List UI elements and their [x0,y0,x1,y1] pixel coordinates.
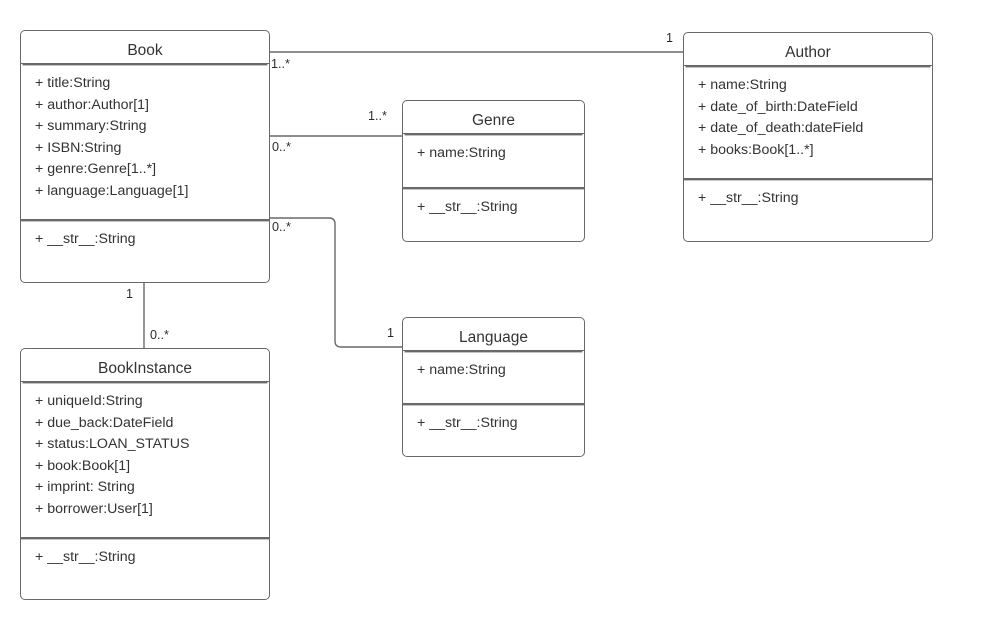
class-box-bookinstance[interactable]: BookInstance + uniqueId:String + due_bac… [20,348,270,600]
class-attributes-book: + title:String + author:Author[1] + summ… [21,64,269,219]
class-title-genre: Genre [403,101,584,134]
class-title-author: Author [684,33,932,66]
multiplicity-book-author-target: 1 [666,31,674,45]
multiplicity-book-genre-target: 1..* [368,109,387,123]
class-title-language: Language [403,318,584,351]
class-attributes-genre: + name:String [403,134,584,187]
class-attributes-language: + name:String [403,351,584,403]
class-methods-author: + __str__:String [684,178,932,240]
class-attribute: + uniqueId:String [35,393,143,409]
class-attribute: + author:Author[1] [35,96,149,113]
class-attributes-author: + name:String + date_of_birth:DateField … [684,66,932,178]
class-attribute: + status:LOAN_STATUS [35,436,190,452]
class-attribute: + date_of_birth:DateField [698,98,858,115]
class-title-book: Book [21,31,269,64]
class-box-author[interactable]: Author + name:String + date_of_birth:Dat… [683,32,933,242]
class-attribute: + name:String [417,362,506,378]
class-box-book[interactable]: Book + title:String + author:Author[1] +… [20,30,270,283]
multiplicity-book-bookinstance-target: 0..* [150,328,169,342]
class-method: + __str__:String [417,415,518,431]
class-methods-bookinstance: + __str__:String [21,537,269,598]
class-attribute: + borrower:User[1] [35,500,153,517]
multiplicity-book-language-source: 0..* [272,220,291,234]
class-attribute: + name:String [417,145,506,161]
multiplicity-book-language-target: 1 [387,326,395,340]
class-methods-book: + __str__:String [21,219,269,281]
class-attribute: + genre:Genre[1..*] [35,161,157,177]
class-attribute: + date_of_death:dateField [698,120,864,136]
class-attribute: + language:Language[1] [35,182,189,199]
multiplicity-book-author-source: 1..* [271,57,290,71]
class-method: + __str__:String [417,199,518,215]
class-attribute: + ISBN:String [35,139,122,156]
class-attribute: + due_back:DateField [35,414,174,431]
class-methods-genre: + __str__:String [403,187,584,240]
class-method: + __str__:String [698,190,799,206]
class-box-genre[interactable]: Genre + name:String + __str__:String [402,100,585,242]
multiplicity-book-bookinstance-source: 1 [126,287,134,301]
class-attribute: + title:String [35,75,111,91]
class-attribute: + name:String [698,77,787,93]
class-title-bookinstance: BookInstance [21,349,269,382]
class-attribute: + book:Book[1] [35,457,131,474]
class-methods-language: + __str__:String [403,403,584,455]
association-book-language [270,217,402,348]
class-method: + __str__:String [35,231,136,247]
class-box-language[interactable]: Language + name:String + __str__:String [402,317,585,457]
class-attribute: + imprint: String [35,479,135,495]
class-method: + __str__:String [35,549,136,565]
class-attributes-bookinstance: + uniqueId:String + due_back:DateField +… [21,382,269,537]
class-attribute: + books:Book[1..*] [698,141,814,158]
class-attribute: + summary:String [35,118,147,134]
multiplicity-book-genre-source: 0..* [272,140,291,154]
